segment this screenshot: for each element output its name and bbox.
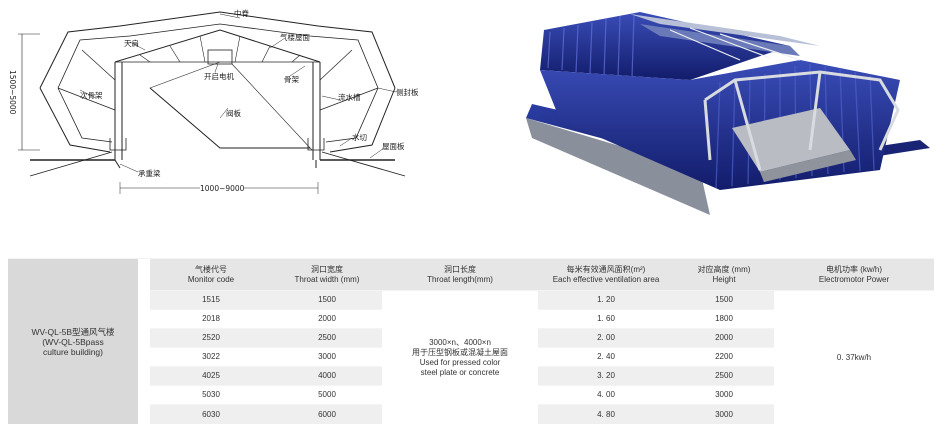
cell-width: 2000 (272, 309, 382, 329)
label-height-dimension: 1500~5000 (8, 70, 17, 115)
outer-shell (39, 11, 396, 89)
render-svg (526, 12, 930, 215)
label-roof-sheet: 屋面板 (382, 142, 405, 151)
model-name-en2: culture building) (42, 346, 103, 357)
product-3d-render (520, 0, 940, 220)
header-throat-width-cn: 洞口宽度 (311, 264, 343, 274)
table-row: 4025 4000 3. 20 2500 (8, 366, 934, 386)
spec-header-row: WV-QL-5B型通风气楼 (WV-QL-5Bpass culture buil… (8, 257, 934, 424)
table-gap (138, 258, 150, 424)
header-height-cn: 对应高度 (mm) (697, 264, 751, 274)
cell-width: 6000 (272, 404, 382, 424)
cell-width: 1500 (272, 290, 382, 310)
cell-area: 4. 00 (538, 385, 674, 405)
label-damper: 阀板 (226, 109, 241, 118)
label-width-dimension: 1000~9000 (200, 184, 245, 193)
cross-section-svg (18, 11, 406, 194)
length-line-1: 3000×n、4000×n (429, 337, 491, 347)
model-name-cn: WV-QL-5B型通风气楼 (31, 326, 115, 337)
cell-area: 2. 00 (538, 328, 674, 348)
table-row: 5030 5000 4. 00 3000 (8, 385, 934, 405)
cell-code: 3022 (150, 347, 272, 367)
header-power-cn: 电机功率 (kw/h) (826, 264, 882, 274)
label-skylight: 天肩 (124, 39, 139, 48)
header-throat-width-en: Throat width (mm) (294, 274, 360, 284)
header-throat-length: 洞口长度 Throat length(mm) (382, 257, 538, 291)
header-height: 对应高度 (mm) Height (674, 257, 774, 291)
table-row: 2520 2500 2. 00 2000 (8, 328, 934, 348)
cell-code: 2520 (150, 328, 272, 348)
cell-code: 4025 (150, 366, 272, 386)
cell-area: 2. 40 (538, 347, 674, 367)
table-row: 3022 3000 2. 40 2200 (8, 347, 934, 367)
cell-width: 5000 (272, 385, 382, 405)
cell-code: 1515 (150, 290, 272, 310)
cell-height: 1500 (674, 290, 774, 310)
cell-height: 2000 (674, 328, 774, 348)
header-height-en: Height (712, 274, 736, 284)
cell-width: 3000 (272, 347, 382, 367)
outer-shell-left-lower (39, 87, 111, 153)
label-rib: 次骨架 (80, 91, 103, 100)
cell-height: 2500 (674, 366, 774, 386)
throat-length-cell: 3000×n、4000×n 用于压型钢板或混凝土屋面 Used for pres… (382, 290, 538, 424)
cell-height: 3000 (674, 385, 774, 405)
label-side-panel: 侧封板 (396, 88, 419, 97)
label-roof-panel: 气楼屋面 (280, 33, 310, 42)
label-beam: 承重梁 (138, 169, 161, 178)
cell-code: 5030 (150, 385, 272, 405)
cell-code: 2018 (150, 309, 272, 329)
length-line-3: Used for pressed color (419, 357, 501, 367)
spec-table: WV-QL-5B型通风气楼 (WV-QL-5Bpass culture buil… (8, 257, 934, 424)
label-purlin: 水切 (352, 133, 367, 142)
table-row: 1515 1500 3000×n、4000×n 用于压型钢板或混凝土屋面 Use… (8, 290, 934, 424)
power-cell: 0. 37kw/h (774, 290, 934, 424)
length-line-4: steel plate or concrete (420, 367, 500, 377)
label-frame: 骨架 (284, 75, 299, 84)
header-throat-width: 洞口宽度 Throat width (mm) (272, 257, 382, 291)
cell-area: 1. 60 (538, 309, 674, 329)
header-throat-length-en: Throat length(mm) (427, 274, 493, 284)
header-power-en: Electromotor Power (818, 274, 890, 284)
header-code-en: Monitor code (187, 274, 235, 284)
length-line-2: 用于压型钢板或混凝土屋面 (412, 347, 508, 357)
outer-shell-right-lower (329, 87, 396, 153)
cell-height: 2200 (674, 347, 774, 367)
table-row: 6030 6000 4. 80 3000 (8, 404, 934, 424)
header-code-cn: 气楼代号 (195, 264, 227, 274)
label-top-ridge: 中脊 (234, 9, 249, 18)
label-gutter: 流水槽 (338, 93, 361, 102)
header-code: 气楼代号 Monitor code (150, 257, 272, 291)
header-power: 电机功率 (kw/h) Electromotor Power (774, 257, 934, 291)
cell-area: 4. 80 (538, 404, 674, 424)
label-motor: 开启电机 (204, 72, 234, 81)
cell-width: 2500 (272, 328, 382, 348)
table-row: 2018 2000 1. 60 1800 (8, 309, 934, 329)
cell-area: 1. 20 (538, 290, 674, 310)
cell-code: 6030 (150, 404, 272, 424)
cell-height: 1800 (674, 309, 774, 329)
header-throat-length-cn: 洞口长度 (444, 264, 476, 274)
model-cell: WV-QL-5B型通风气楼 (WV-QL-5Bpass culture buil… (8, 258, 138, 424)
header-area: 每米有效通风面积(m²) Each effective ventilation … (538, 257, 674, 291)
cell-width: 4000 (272, 366, 382, 386)
cross-section-drawing: 中脊 天肩 气楼屋面 开启电机 骨架 次骨架 流水槽 侧封板 阀板 水切 屋面板… (0, 0, 440, 200)
model-name-en1: (WV-QL-5Bpass (42, 336, 104, 347)
cell-height: 3000 (674, 404, 774, 424)
cell-area: 3. 20 (538, 366, 674, 386)
header-area-cn: 每米有效通风面积(m²) (566, 264, 646, 274)
header-area-en: Each effective ventilation area (552, 274, 660, 284)
